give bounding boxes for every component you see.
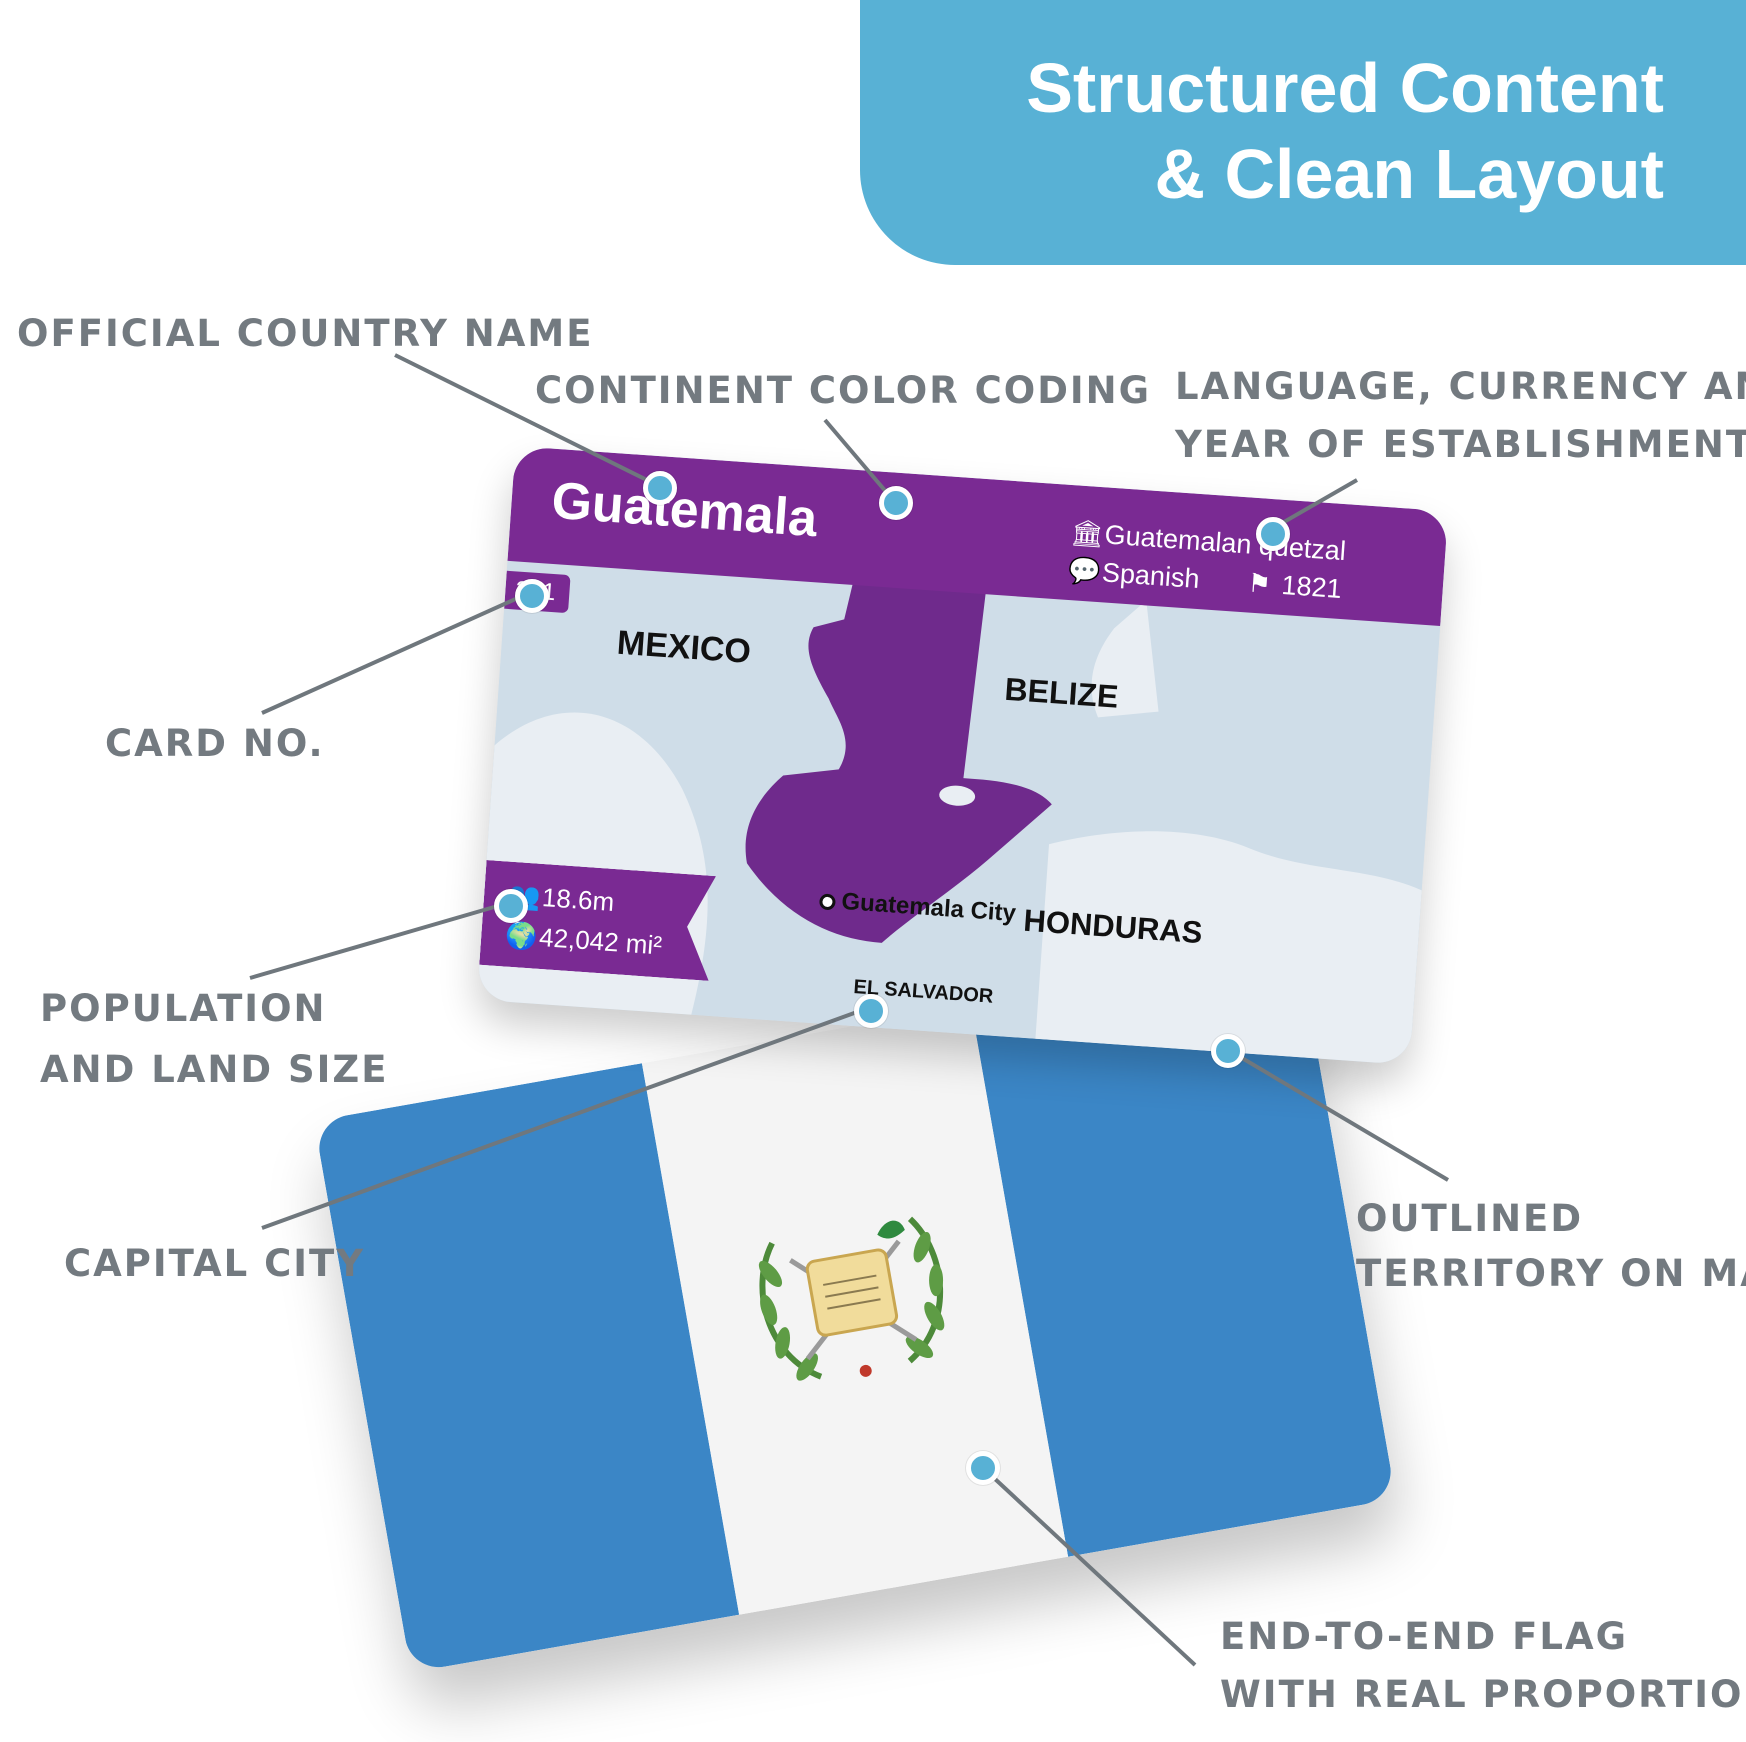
- label-language-line-1: LANGUAGE, CURRENCY AND: [1175, 365, 1746, 408]
- callout-dot-population: [494, 889, 528, 923]
- guatemala-territory: [745, 560, 1052, 943]
- callout-dot-capital: [854, 994, 888, 1028]
- callout-dot-continent-color: [879, 486, 913, 520]
- callout-dot-flag: [966, 1451, 1000, 1485]
- label-capital-city: CAPITAL CITY: [64, 1242, 366, 1285]
- header-banner: Structured Content & Clean Layout: [860, 0, 1746, 265]
- coat-of-arms-icon: [758, 1216, 945, 1381]
- country-card: Guatemala 🏛Guatemalan quetzal 💬Spanish ⚑…: [476, 446, 1449, 1065]
- label-population-line-1: POPULATION: [40, 987, 327, 1030]
- label-flag-line-1: END-TO-END FLAG: [1220, 1615, 1628, 1658]
- callout-dot-language-currency: [1256, 517, 1290, 551]
- callout-dot-card-no: [515, 579, 549, 613]
- label-card-no: CARD NO.: [105, 722, 325, 765]
- label-population-line-2: AND LAND SIZE: [40, 1048, 389, 1091]
- banner-title-line-2: & Clean Layout: [1154, 135, 1664, 213]
- label-official-country-name: OFFICIAL COUNTRY NAME: [17, 312, 594, 355]
- flag-card: [313, 947, 1397, 1673]
- flag-stripe-center: [642, 1005, 1068, 1615]
- callout-dot-territory: [1211, 1034, 1245, 1068]
- label-continent-color-coding: CONTINENT COLOR CODING: [535, 369, 1152, 412]
- callout-dot-country-name: [643, 471, 677, 505]
- label-outlined-line-2: TERRITORY ON MAP: [1356, 1252, 1746, 1295]
- banner-title-line-1: Structured Content: [1026, 49, 1664, 127]
- label-flag-line-2: WITH REAL PROPORTIONS: [1220, 1673, 1746, 1716]
- label-outlined-line-1: OUTLINED: [1356, 1197, 1584, 1240]
- label-language-line-2: YEAR OF ESTABLISHMENT: [1175, 423, 1746, 466]
